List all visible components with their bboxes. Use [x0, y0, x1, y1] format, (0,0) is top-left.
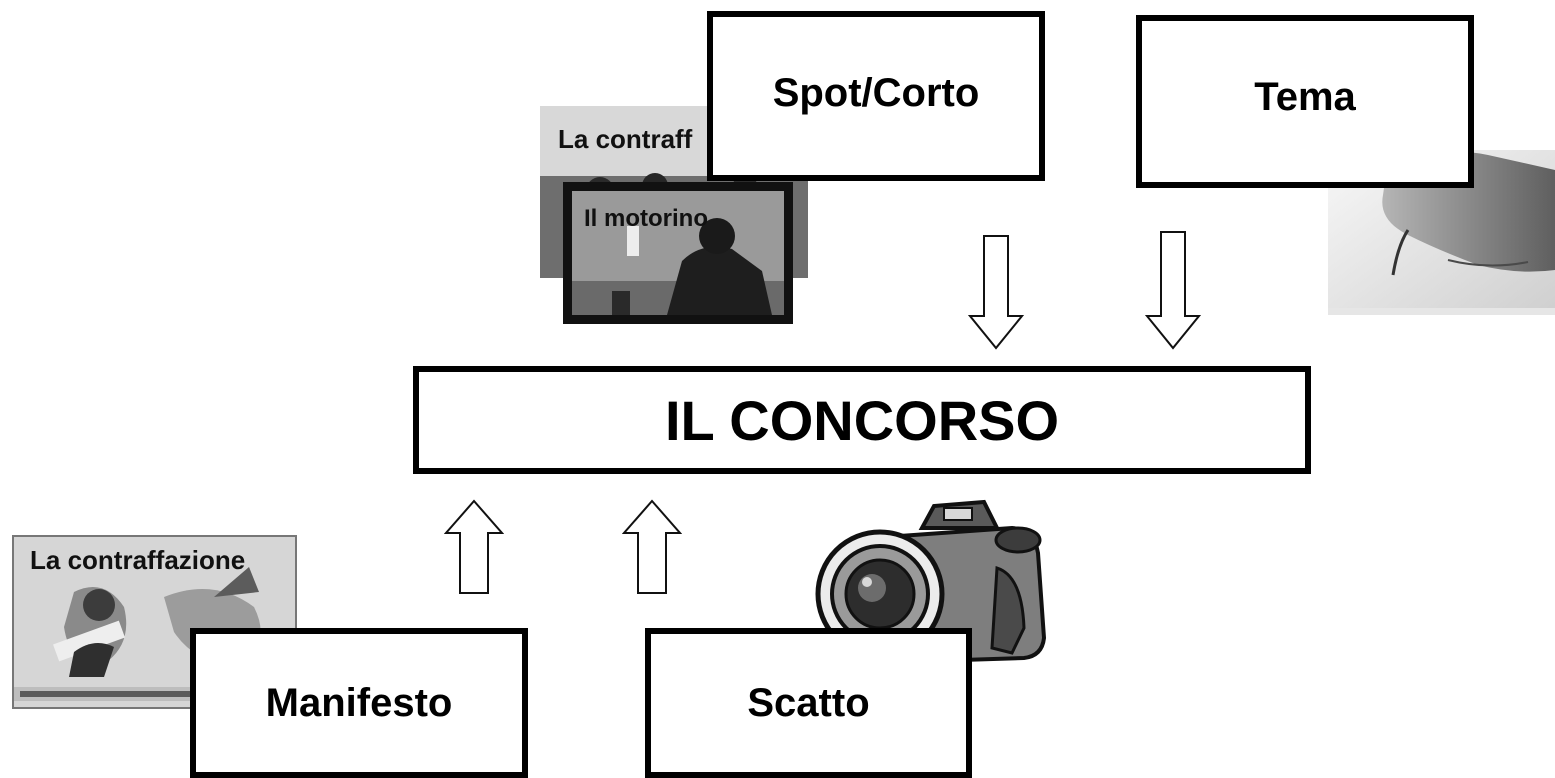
tema-box: Tema — [1136, 15, 1474, 188]
poster-image: La contraffazione — [12, 535, 297, 709]
poster-caption: La contraffazione — [30, 545, 246, 575]
video-still-front-graphic — [572, 191, 784, 315]
scatto-box: Scatto — [645, 628, 972, 778]
manifesto-box: Manifesto — [190, 628, 528, 778]
video-still-back-caption: La contraff — [558, 124, 693, 154]
video-still-front-caption: Il motorino — [584, 205, 708, 232]
video-still-front-image: Il motorino — [563, 182, 793, 324]
spot-corto-label: Spot/Corto — [772, 70, 980, 115]
camera-icon — [812, 498, 1048, 664]
concorso-box: IL CONCORSO — [413, 366, 1311, 474]
tema-label: Tema — [1254, 75, 1356, 119]
arrow-down-spot — [968, 235, 1024, 350]
concorso-label: IL CONCORSO — [664, 388, 1060, 452]
arrow-up-scatto — [622, 499, 682, 594]
spot-corto-box: Spot/Corto — [707, 11, 1045, 181]
arrow-up-manifesto — [444, 499, 504, 594]
scatto-label: Scatto — [747, 680, 870, 725]
manifesto-label: Manifesto — [265, 680, 453, 725]
arrow-down-tema — [1145, 231, 1201, 350]
camera-graphic — [815, 499, 1047, 663]
